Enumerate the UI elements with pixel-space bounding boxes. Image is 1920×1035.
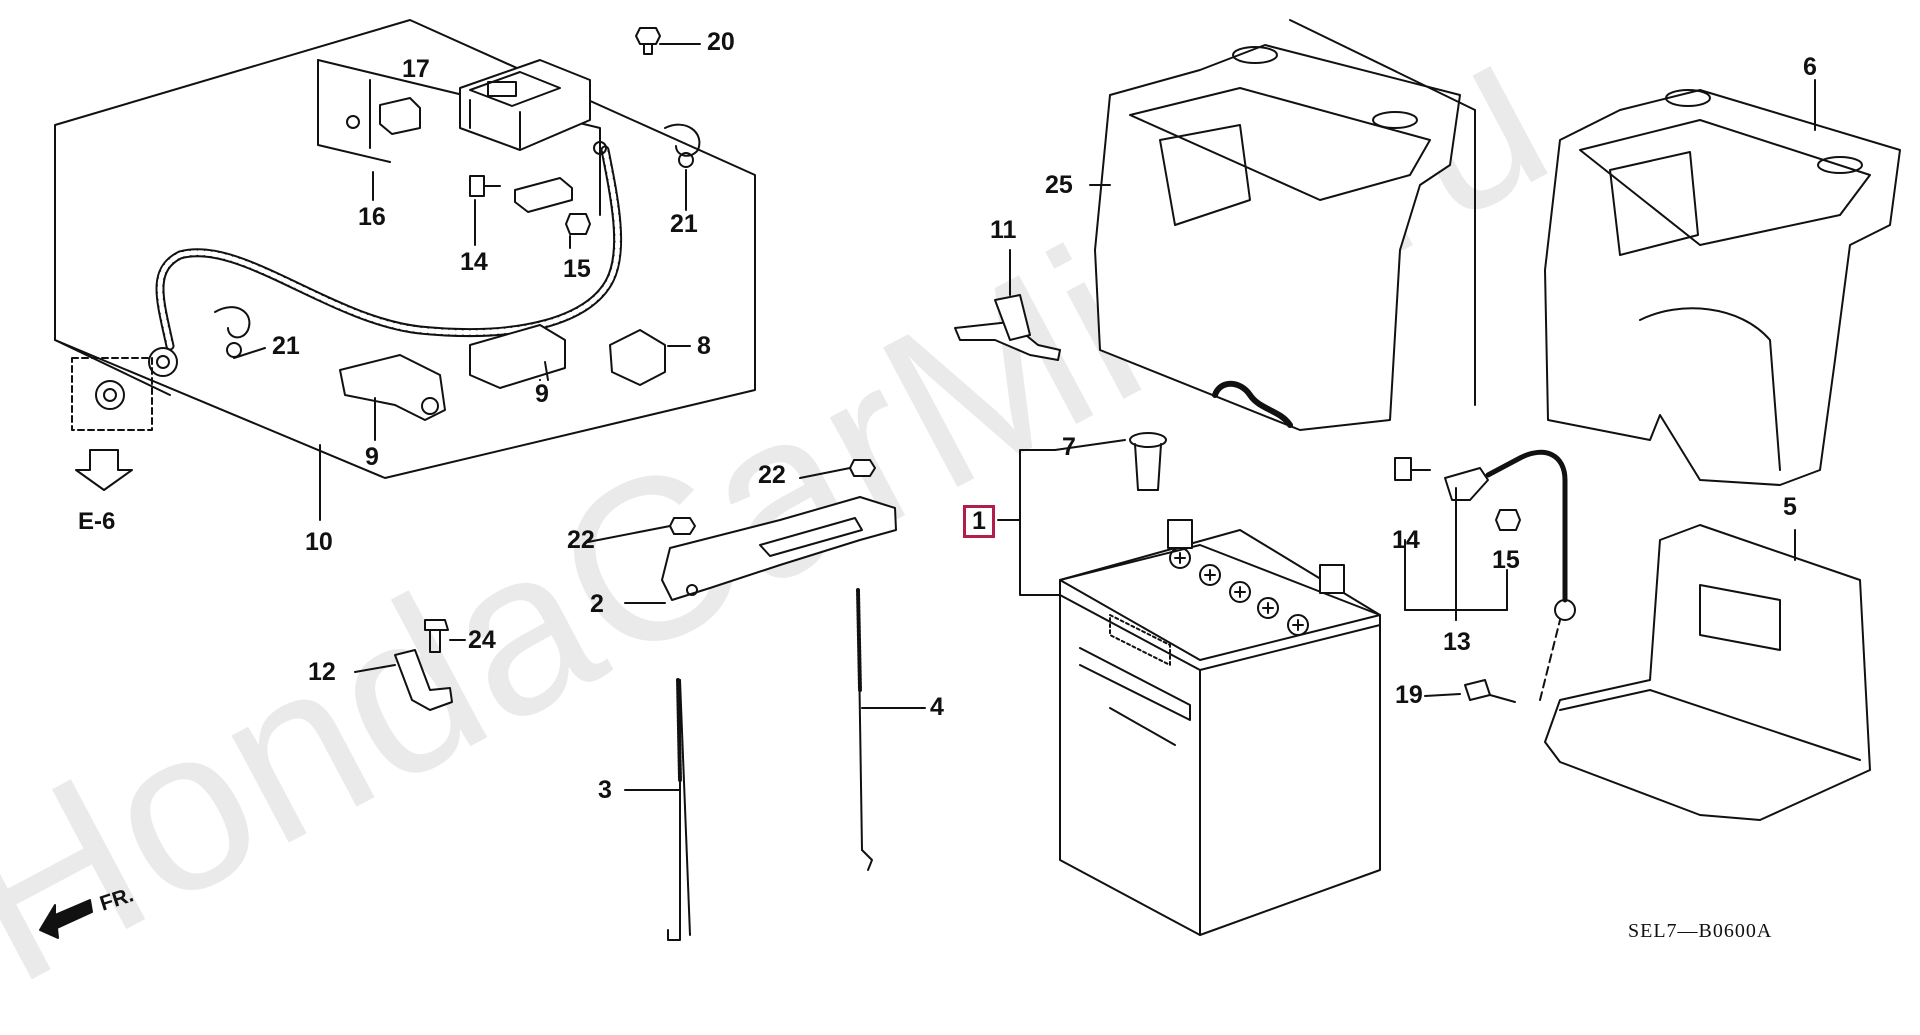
callout-14-left[interactable]: 14 <box>460 248 488 276</box>
clamp-21-lower <box>214 306 251 358</box>
callout-6[interactable]: 6 <box>1803 53 1817 81</box>
hold-rod-4 <box>856 588 873 871</box>
callout-2[interactable]: 2 <box>590 590 604 618</box>
terminal-cover-8 <box>609 329 666 386</box>
bolt-22a <box>849 459 876 477</box>
diagram-drawing <box>39 19 1901 941</box>
relay-part <box>346 97 421 135</box>
harness-group-outline <box>54 19 756 479</box>
leaders-13 <box>1404 487 1561 701</box>
leaders-battery <box>997 439 1126 596</box>
callout-5[interactable]: 5 <box>1783 493 1797 521</box>
callout-17[interactable]: 17 <box>402 55 430 83</box>
battery-1 <box>1059 519 1381 936</box>
terminal-bolt-left <box>469 175 591 235</box>
leaders-bracket <box>354 249 1011 791</box>
callout-13[interactable]: 13 <box>1443 628 1471 656</box>
terminal-cover-9a <box>339 354 446 421</box>
callout-11[interactable]: 11 <box>990 216 1017 244</box>
battery-cover-25 <box>1094 19 1476 431</box>
callout-10[interactable]: 10 <box>305 528 333 556</box>
grommet-dashed-box <box>71 357 153 431</box>
callout-4[interactable]: 4 <box>930 693 944 721</box>
callout-25[interactable]: 25 <box>1045 171 1073 199</box>
callout-12[interactable]: 12 <box>308 658 336 686</box>
battery-cover-6 <box>1544 89 1901 486</box>
callout-15-right[interactable]: 15 <box>1492 546 1520 574</box>
bolt-24 <box>424 619 449 653</box>
battery-cable <box>148 141 623 377</box>
bolt-19 <box>1424 679 1516 703</box>
bracket-12 <box>394 649 453 711</box>
ground-cable-13 <box>1394 449 1576 621</box>
bolt-22b <box>669 517 696 535</box>
battery-tray-5 <box>1544 524 1871 821</box>
callout-3[interactable]: 3 <box>598 776 612 804</box>
vent-plug-7 <box>1129 432 1167 491</box>
clamp-21-upper <box>664 123 701 168</box>
callout-20[interactable]: 20 <box>707 28 735 56</box>
callout-14-right[interactable]: 14 <box>1392 526 1420 554</box>
callout-22-upper[interactable]: 22 <box>758 461 786 489</box>
hold-bracket <box>661 496 897 601</box>
front-arrow-icon <box>39 899 93 939</box>
bolt-20 <box>635 27 661 55</box>
callout-22-lower[interactable]: 22 <box>567 526 595 554</box>
callout-24[interactable]: 24 <box>468 626 496 654</box>
callout-1[interactable]: 1 <box>963 505 995 538</box>
callout-19[interactable]: 19 <box>1395 681 1423 709</box>
callout-15-left[interactable]: 15 <box>563 255 591 283</box>
callout-9-right[interactable]: 9 <box>535 380 549 408</box>
fuse-box <box>459 59 591 151</box>
callout-7[interactable]: 7 <box>1062 433 1076 461</box>
grommet <box>95 380 125 410</box>
terminal-cover-9b <box>469 324 566 389</box>
callout-21-lower[interactable]: 21 <box>272 332 300 360</box>
bracket-11 <box>954 294 1061 361</box>
callout-16[interactable]: 16 <box>358 203 386 231</box>
section-ref-e6[interactable]: E-6 <box>78 508 116 535</box>
callout-9-left[interactable]: 9 <box>365 443 379 471</box>
callout-21-upper[interactable]: 21 <box>670 210 698 238</box>
leaders-left <box>233 43 701 521</box>
callout-8[interactable]: 8 <box>697 332 711 360</box>
hold-rod-3 <box>667 678 691 941</box>
down-arrow-icon <box>75 449 133 491</box>
diagram-reference-code: SEL7—B0600A <box>1628 920 1773 942</box>
